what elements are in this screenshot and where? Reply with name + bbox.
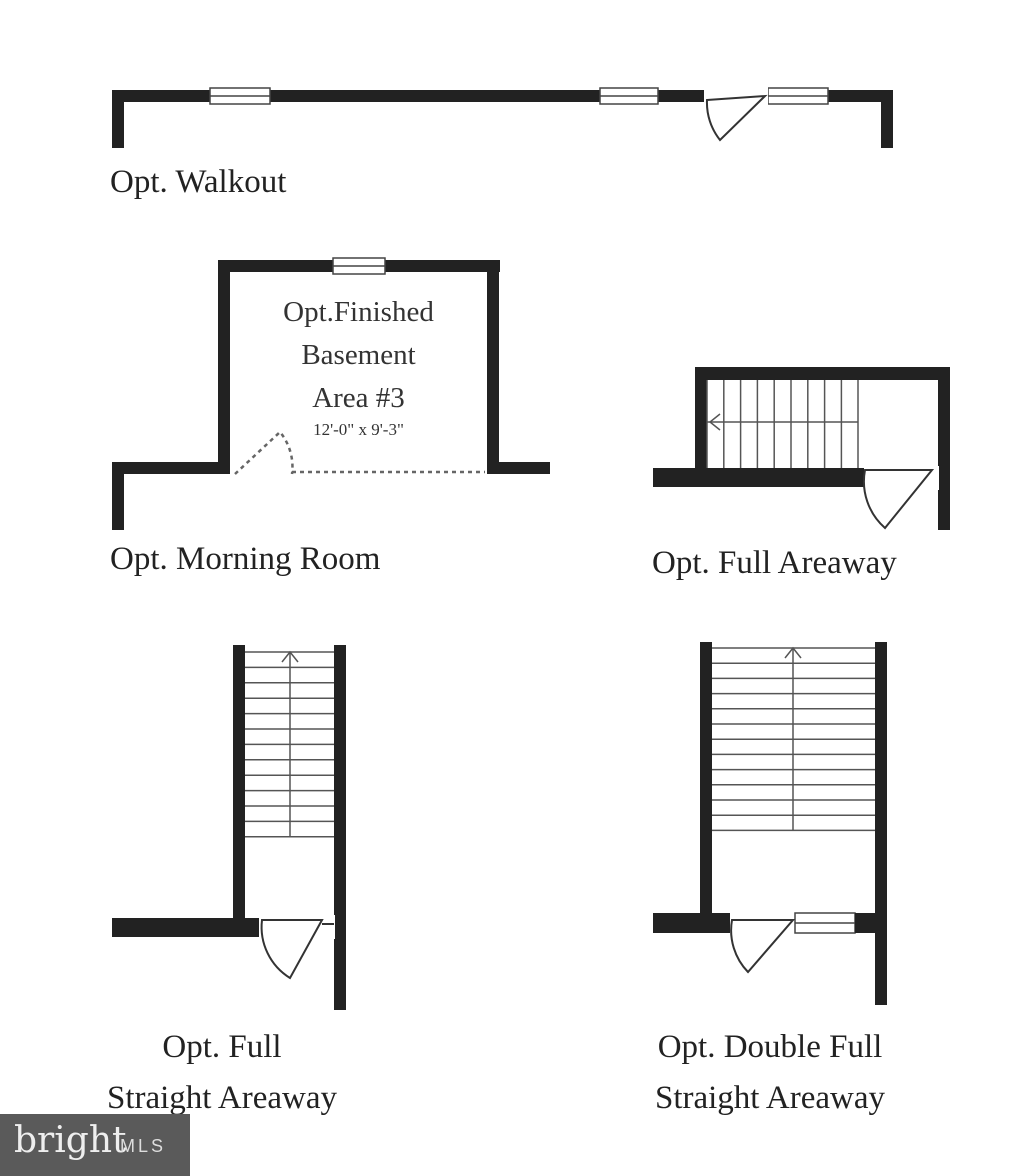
label-full-straight-line1: Opt. Full [162,1029,282,1065]
double-areaway-walls [653,642,887,1005]
label-walkout: Opt. Walkout [110,164,287,200]
room-name-line2: Basement [301,339,416,371]
full-areaway-walls [653,367,950,530]
room-dimensions: 12'-0" x 9'-3" [313,420,404,439]
bright-mls-logo: bright MLS [0,1114,190,1176]
full-straight-areaway-walls [112,645,346,1010]
label-full-areaway: Opt. Full Areaway [652,545,897,581]
logo-suffix: MLS [120,1136,167,1156]
stairs [245,380,875,838]
label-double-line1: Opt. Double Full [657,1029,883,1065]
room-name-line1: Opt.Finished [283,296,434,328]
logo-brand: bright [14,1120,127,1161]
morning-room-dashed-opening [234,430,485,475]
label-double-line2: Straight Areaway [654,1080,886,1116]
windows [209,87,875,934]
room-name-line3: Area #3 [312,382,405,414]
door-swings [259,87,939,980]
walkout-walls [112,90,893,148]
label-full-straight-line2: Straight Areaway [106,1080,338,1116]
label-morning-room: Opt. Morning Room [110,541,381,577]
